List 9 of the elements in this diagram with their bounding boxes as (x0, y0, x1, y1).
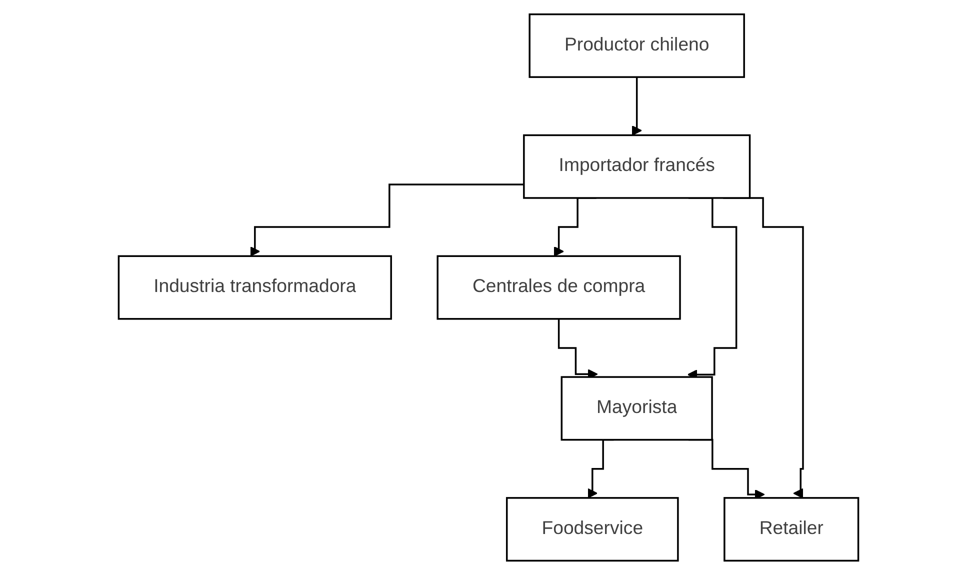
node-box: Retailer (724, 497, 860, 562)
arrow (250, 184, 524, 257)
node-box: Industria transformadora (118, 255, 392, 320)
node-box: Productor chileno (528, 13, 745, 78)
node-box: Centrales de compra (436, 255, 681, 320)
arrow (632, 76, 642, 136)
node-box: Importador francés (523, 134, 751, 199)
node-box: Mayorista (560, 376, 713, 441)
node-box: Foodservice (506, 497, 679, 562)
